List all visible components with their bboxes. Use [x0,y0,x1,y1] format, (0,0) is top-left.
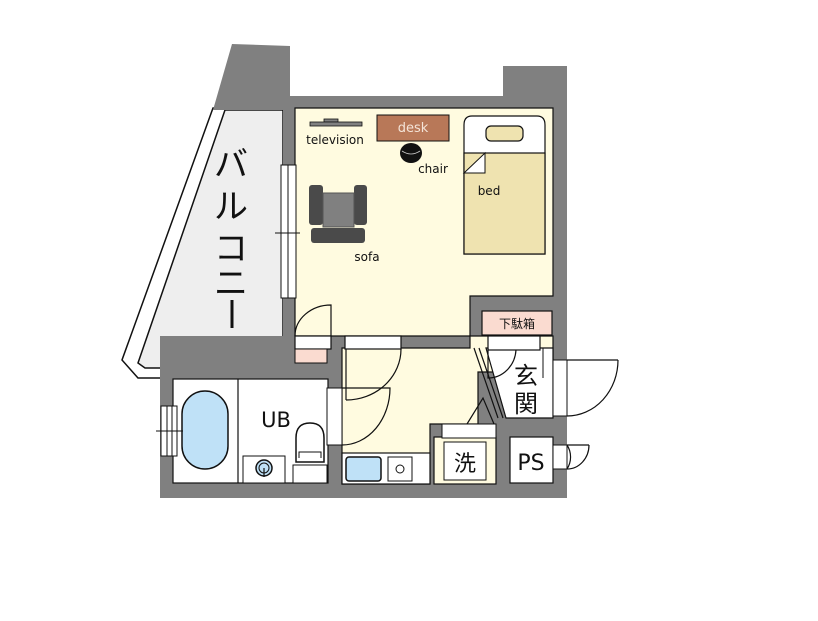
desk-label: desk [398,121,429,136]
pipe-space-label: PS [517,451,544,476]
bath-window [156,405,183,457]
bed: bed [462,115,546,255]
chair-label: chair [418,162,448,176]
chair: chair [400,143,448,176]
entrance-step-line [473,347,499,419]
closet [294,304,332,364]
entrance-step-line [478,347,504,419]
shoe-box-label: 下駄箱 [499,316,535,331]
balcony-window[interactable] [275,164,300,299]
bathtub [181,390,229,470]
television: television [306,118,364,147]
pipe-space: PS [509,436,590,484]
svg-text:ル: ル [214,187,248,227]
svg-text:コ: コ [214,229,248,269]
balcony-label: バ ル コ ニ バルコニー [214,145,248,328]
svg-text:バ: バ [214,145,248,185]
stove [387,456,413,482]
entrance-door[interactable] [552,359,619,417]
svg-text:ニ: ニ [214,264,248,304]
entrance-inner-door [487,348,517,379]
wall-block-top-left [213,44,290,110]
kitchen-sink [345,456,382,482]
kitchen-counter [341,452,431,485]
desk: desk [376,114,450,142]
washer-label: 洗 [454,452,476,477]
entrance-label-2: 関 [514,390,538,418]
entrance-label-1: 玄 [514,362,538,390]
washer-space: 洗 [433,396,497,485]
television-label: television [306,133,364,147]
shoe-box: 下駄箱 [481,310,553,351]
bed-label: bed [478,184,501,198]
unit-bath-label: UB [261,408,291,432]
sofa-label: sofa [354,250,379,264]
bath-door-frame [326,387,343,446]
sofa: sofa [309,185,380,264]
toilet [292,422,328,484]
unit-bath: UB [172,378,329,484]
living-door[interactable] [344,335,402,401]
bath-door-swing [341,387,391,446]
